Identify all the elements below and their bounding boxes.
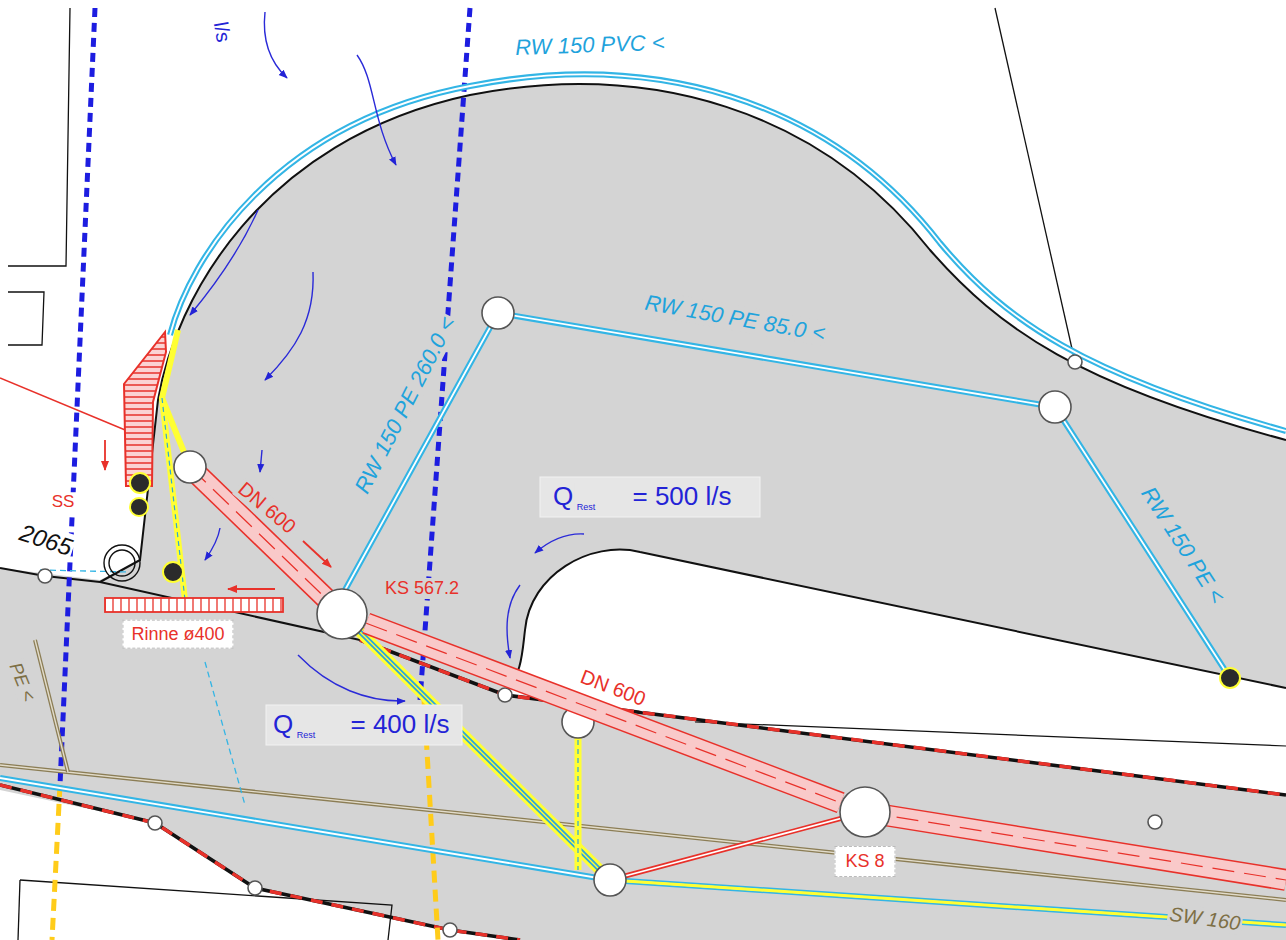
manhole-circle [840, 787, 890, 837]
manhole [482, 297, 514, 329]
flow-arrow [357, 55, 396, 165]
sewer-branch [610, 812, 865, 880]
building-outline [20, 880, 392, 940]
flow-symbol: Q [271, 710, 295, 740]
marked-pipe [162, 398, 185, 600]
manhole [594, 864, 626, 896]
marked-pipe [577, 722, 578, 870]
survey-point [38, 569, 52, 583]
note-box [266, 705, 462, 745]
gutter-channel [105, 598, 283, 612]
drain-line [205, 662, 245, 805]
sewer-pipe [190, 467, 342, 614]
flow-arrow [260, 450, 262, 472]
manhole [174, 451, 206, 483]
rainwater-pipe [0, 778, 1286, 925]
sewer-pipe [190, 467, 342, 614]
flow-arrow [303, 541, 331, 567]
flow-subscript: Rest [295, 730, 318, 740]
structure-label: SS [50, 492, 77, 512]
manhole-circle [317, 589, 367, 639]
flow-arrow [190, 210, 258, 315]
flow-symbol: Q [551, 482, 575, 512]
sewer-branch [610, 812, 865, 880]
manhole-label: KS 8 [834, 846, 895, 877]
manhole [1039, 391, 1071, 423]
boundary-line [0, 785, 520, 940]
manhole-outline [316, 588, 368, 640]
manhole-node: KS 8 [839, 786, 891, 838]
flow-arrow [205, 528, 220, 560]
rainwater-pipe [0, 778, 1286, 925]
sewer-line [35, 640, 68, 772]
sewer-pipe [190, 467, 342, 614]
rainwater-pipe [170, 75, 1286, 431]
flow-value: = 400 l/s [348, 710, 451, 740]
sewer-branch [0, 378, 130, 432]
rainwater-pipe [345, 313, 1230, 678]
kerb-line [100, 84, 1286, 582]
section-line [52, 785, 60, 940]
note-box [540, 477, 760, 517]
survey-point [443, 923, 457, 937]
flow-arrow [535, 534, 584, 553]
boundary-line [0, 785, 520, 940]
manholes [38, 297, 1162, 937]
rainwater-lines [0, 75, 1286, 925]
flow-arrow [228, 588, 275, 590]
inlet [1220, 668, 1240, 688]
pipe-label: RW 150 PVC < [513, 30, 667, 61]
manhole-label: KS 567.2 [383, 578, 461, 599]
section-line [60, 8, 95, 785]
manhole-node: KS 567.2 [316, 588, 368, 640]
inlet [130, 473, 150, 493]
flow-arrows [190, 12, 584, 701]
inlet [163, 562, 183, 582]
street-area [0, 84, 1286, 940]
building-outline [18, 880, 20, 940]
flow-arrow [265, 272, 313, 380]
kerb-line [695, 722, 1286, 746]
flow-unit: l/s [209, 18, 236, 46]
drain-line [40, 570, 130, 572]
rainwater-pipe [170, 75, 1286, 431]
flow-arrow [264, 12, 287, 78]
flow-value: = 500 l/s [630, 482, 733, 512]
inlet [130, 498, 148, 516]
gully-structure [124, 332, 166, 486]
flow-subscript: Rest [575, 502, 598, 512]
flow-arrow [298, 655, 405, 701]
marked-pipe [162, 398, 185, 600]
flow-arrow [507, 585, 520, 658]
sewer-line [35, 640, 68, 772]
survey-point [248, 881, 262, 895]
sewer-pipe [865, 812, 1286, 880]
flow-arrow [104, 440, 106, 470]
marked-pipe [575, 722, 582, 870]
survey-point [498, 688, 512, 702]
shaft-symbol [104, 545, 140, 581]
gutter-label: Rinne ø400 [122, 620, 233, 649]
property-line [8, 292, 44, 345]
shaft-symbol [109, 550, 135, 576]
survey-point [148, 816, 162, 830]
survey-point [1068, 355, 1082, 369]
inlets [130, 473, 1240, 688]
rainwater-pipe [345, 313, 1230, 678]
kerb-line [505, 550, 1286, 695]
property-line [8, 8, 70, 266]
survey-point [1148, 815, 1162, 829]
manhole-outline [839, 786, 891, 838]
sewer-pipe [865, 812, 1286, 880]
sewer-pipe [865, 812, 1286, 880]
